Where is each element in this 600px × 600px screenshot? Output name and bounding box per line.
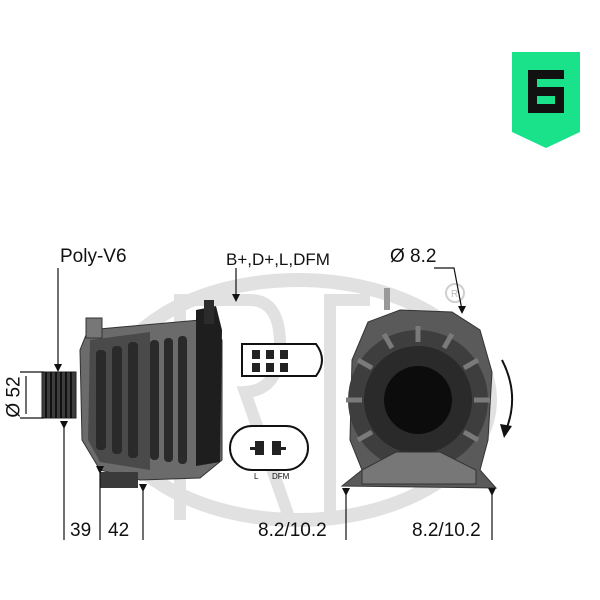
registered-mark: R — [451, 289, 458, 300]
pulley-diameter-label: Ø 52 — [3, 376, 25, 418]
rotation-arrow-icon — [500, 359, 514, 438]
plug-pin-dfm-label: DFM — [272, 472, 290, 481]
dim-b-label: 42 — [108, 520, 130, 541]
dimension-lines — [20, 267, 493, 540]
dimension-arrows — [54, 294, 496, 496]
dim-d-label: 8.2/10.2 — [412, 520, 481, 541]
two-pin-plug-icon — [229, 425, 309, 471]
terminals-label: B+,D+,L,DFM — [226, 250, 330, 269]
plug-pin-l-label: L — [254, 472, 259, 481]
connector-plug-icon — [241, 343, 323, 377]
pulley — [41, 371, 77, 419]
dim-a-label: 39 — [70, 520, 92, 541]
alternator-rear-view — [340, 288, 498, 489]
dim-c-label: 8.2/10.2 — [258, 520, 327, 541]
alternator-side-view — [41, 300, 223, 488]
mount-hole-label: Ø 8.2 — [390, 246, 437, 267]
belt-type-label: Poly-V6 — [60, 246, 127, 267]
era-e-icon — [512, 52, 580, 148]
